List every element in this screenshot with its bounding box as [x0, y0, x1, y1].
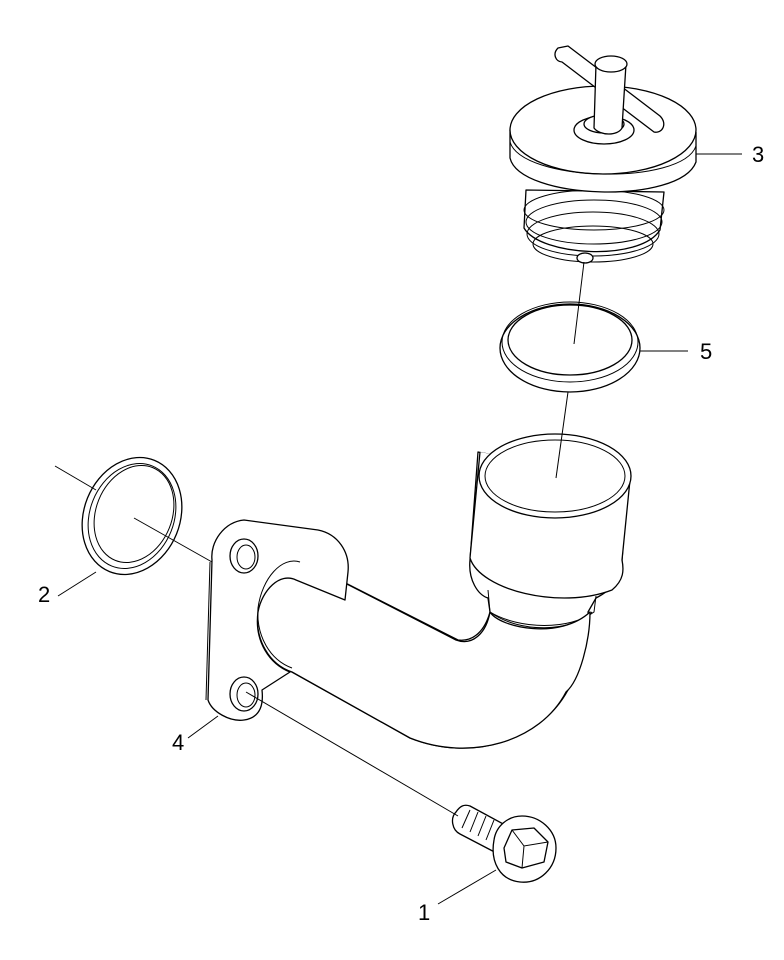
callout-5: 5 — [700, 339, 712, 364]
elbow-pipe-part — [205, 433, 632, 749]
axis-line-cap-to-ring — [573, 261, 585, 345]
leader-line-4 — [187, 715, 219, 739]
leader-line-1 — [437, 869, 497, 905]
callout-2: 2 — [38, 582, 50, 607]
leader-line-2 — [57, 571, 97, 597]
flange-bolt-part-1 — [451, 804, 557, 883]
callout-1: 1 — [418, 900, 430, 925]
filler-cap-part-3 — [509, 45, 697, 264]
leader-lines — [57, 153, 742, 905]
assembly-axis-lines — [54, 261, 585, 817]
o-ring-part-2 — [81, 456, 183, 576]
axis-line-hole-to-bolt — [245, 691, 459, 817]
callout-4: 4 — [172, 730, 184, 755]
axis-line-left-of-oring — [54, 465, 97, 491]
axis-line-oring-to-flange — [133, 517, 213, 563]
seal-ring-part-5 — [499, 301, 641, 393]
axis-line-ring-to-socket — [555, 391, 569, 479]
callout-3: 3 — [752, 142, 764, 167]
